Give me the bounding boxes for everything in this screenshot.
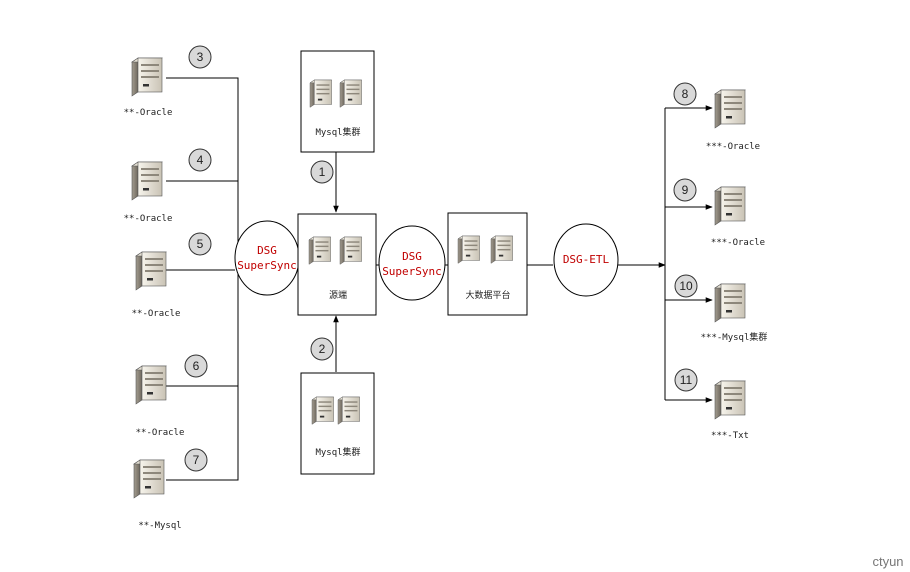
platform-box-label: 大数据平台 [465, 289, 510, 301]
server-icon [309, 79, 332, 108]
target-node: 9 ***-Oracle [673, 178, 765, 248]
source-node-label: **-Mysql [138, 521, 181, 531]
server-icon [131, 57, 163, 97]
step-number: 8 [682, 87, 689, 101]
etl-node: DSG-ETL [553, 223, 619, 297]
center-box-label: 源端 [329, 289, 347, 301]
step-number: 1 [319, 165, 326, 179]
source-node-label: **-Oracle [124, 214, 173, 224]
server-icon [457, 235, 480, 264]
step-badge [310, 337, 334, 361]
step-badge [674, 274, 698, 298]
server-icon [714, 186, 746, 226]
step-badge [673, 178, 697, 202]
target-node-label: ***-Oracle [711, 238, 765, 248]
server-icon [339, 79, 362, 108]
bottom-cluster: Mysql集群 2 [300, 337, 375, 475]
server-icon [490, 235, 513, 264]
target-node-label: ***-Mysql集群 [701, 331, 768, 343]
target-node-label: ***-Txt [711, 431, 749, 441]
bottom-cluster-label: Mysql集群 [315, 446, 360, 458]
source-node-label: **-Oracle [124, 108, 173, 118]
server-icon [337, 396, 360, 425]
step-number: 10 [679, 279, 693, 293]
step-number: 11 [680, 373, 693, 387]
platform-box: 大数据平台 [447, 212, 528, 316]
server-icon [311, 396, 334, 425]
server-icon [339, 236, 362, 265]
source-node-label: **-Oracle [132, 309, 181, 319]
step-badge [310, 160, 334, 184]
step-number: 5 [197, 237, 204, 251]
step-badge [188, 45, 212, 69]
source-node: **-Mysql 7 [133, 448, 208, 531]
step-badge [184, 354, 208, 378]
sync-left-line2: SuperSync [237, 259, 297, 272]
sync-left: DSG SuperSync [234, 220, 300, 296]
source-node-label: **-Oracle [136, 428, 185, 438]
etl-label: DSG-ETL [563, 253, 610, 266]
step-badge [188, 148, 212, 172]
watermark: ctyun [872, 554, 903, 569]
center-box: 源端 [297, 213, 377, 316]
server-icon [131, 161, 163, 201]
server-icon [714, 89, 746, 129]
server-icon [714, 380, 746, 420]
target-node: 10 ***-Mysql集群 [674, 274, 768, 343]
server-icon [133, 459, 165, 499]
step-badge [188, 232, 212, 256]
sync-mid-line2: SuperSync [382, 265, 442, 278]
server-icon [308, 236, 331, 265]
step-number: 3 [197, 50, 204, 64]
step-badge [673, 82, 697, 106]
target-node: 11 ***-Txt [674, 368, 749, 441]
source-node: **-Oracle 4 [124, 148, 212, 224]
sync-mid: DSG SuperSync [378, 225, 446, 301]
sync-mid-line1: DSG [402, 250, 422, 263]
top-cluster: Mysql集群 1 [300, 50, 375, 184]
source-node: **-Oracle 6 [135, 354, 208, 438]
step-number: 4 [197, 153, 204, 167]
target-node-label: ***-Oracle [706, 142, 760, 152]
step-number: 7 [193, 453, 200, 467]
server-icon [135, 251, 167, 291]
step-number: 9 [682, 183, 689, 197]
sync-left-line1: DSG [257, 244, 277, 257]
server-icon [135, 365, 167, 405]
source-node: **-Oracle 3 [124, 45, 212, 118]
source-node: **-Oracle 5 [132, 232, 212, 319]
server-icon [714, 283, 746, 323]
top-cluster-label: Mysql集群 [315, 126, 360, 138]
target-node: 8 ***-Oracle [673, 82, 760, 152]
step-badge [184, 448, 208, 472]
step-number: 6 [193, 359, 200, 373]
step-number: 2 [319, 342, 326, 356]
step-badge [674, 368, 698, 392]
